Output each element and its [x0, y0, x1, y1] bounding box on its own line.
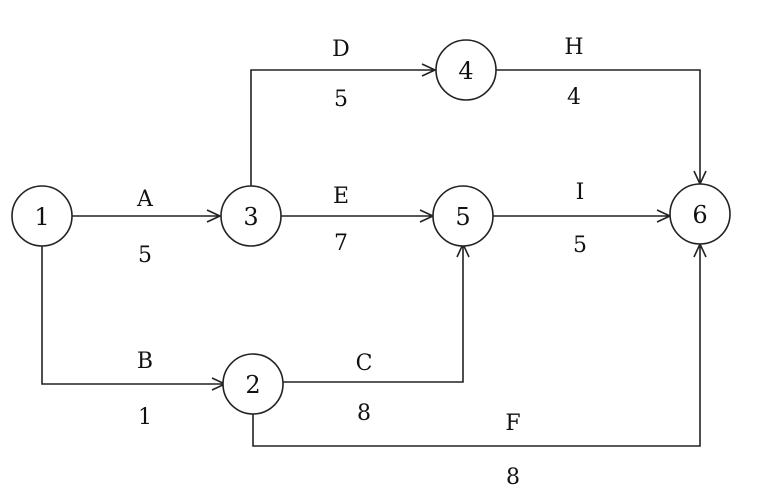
- node-1-label: 1: [34, 203, 49, 231]
- activity-b-duration: 1: [138, 405, 152, 430]
- edge-f: [252, 242, 707, 447]
- activity-f-name: F: [505, 411, 520, 436]
- node-3-label: 3: [243, 203, 258, 231]
- edge-e: [281, 209, 435, 223]
- activity-h-name: H: [564, 35, 583, 60]
- activity-e-name: E: [333, 184, 349, 209]
- node-6: 6: [669, 183, 731, 245]
- edge-b: [41, 246, 227, 391]
- activity-e-duration: 7: [334, 231, 348, 256]
- activity-d-duration: 5: [334, 87, 348, 112]
- activity-f-duration: 8: [506, 465, 520, 490]
- node-6-label: 6: [692, 201, 707, 229]
- node-4-label: 4: [458, 57, 473, 85]
- activity-b-name: B: [137, 349, 153, 374]
- activity-i-name: I: [576, 180, 585, 205]
- node-1: 1: [11, 185, 73, 247]
- nodes: 1 2 3 4 5 6: [11, 39, 731, 415]
- edge-h: [496, 69, 707, 186]
- edge-i: [493, 209, 672, 223]
- node-4: 4: [435, 39, 497, 101]
- edge-a: [72, 209, 222, 223]
- activity-c-duration: 8: [357, 401, 371, 426]
- activity-h-duration: 4: [567, 85, 581, 110]
- node-2-label: 2: [245, 371, 260, 399]
- node-5: 5: [432, 185, 494, 247]
- activity-i-duration: 5: [573, 233, 587, 258]
- edge-c: [283, 242, 470, 383]
- activity-labels: A 5 B 1 C 8 D 5 E 7 F 8 H 4 I 5: [136, 35, 587, 490]
- node-3: 3: [220, 185, 282, 247]
- activity-d-name: D: [332, 37, 350, 62]
- activity-a-duration: 5: [138, 243, 152, 268]
- activity-a-name: A: [136, 187, 154, 212]
- node-2: 2: [222, 353, 284, 415]
- node-5-label: 5: [455, 203, 470, 231]
- activity-c-name: C: [356, 351, 373, 376]
- edge-d: [250, 63, 437, 187]
